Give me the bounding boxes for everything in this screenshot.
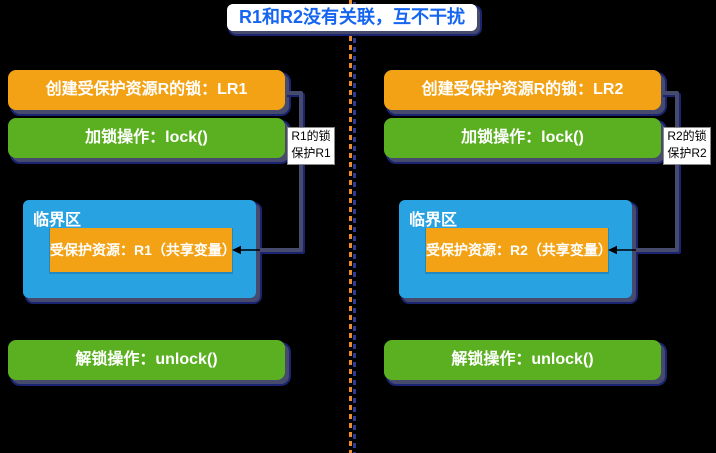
protected-resource-box-r2: 受保护资源：R2（共享变量） [426,228,612,272]
unlock-operation-box-r2: 解锁操作：unlock() [384,340,661,380]
lock-operation-box-r1: 加锁操作：lock() [8,118,285,158]
lock-note-r2: R2的锁 保护R2 [663,127,711,165]
column-r2: 创建受保护资源R的锁：LR2 加锁操作：lock() 临界区 受保护资源：R2（… [384,0,716,453]
lock-operation-box-r2: 加锁操作：lock() [384,118,661,158]
critical-section-label-r1: 临界区 [33,212,82,229]
unlock-operation-box-r1: 解锁操作：unlock() [8,340,285,380]
lock-note-r1: R1的锁 保护R1 [287,127,335,165]
center-divider-blue-dashed-line [353,0,356,453]
create-lock-box-r1: 创建受保护资源R的锁：LR1 [8,70,285,110]
lock-note-r1-line2: 保护R1 [291,146,331,160]
center-divider-orange-dashed-line [349,0,352,453]
critical-section-box-r1: 临界区 受保护资源：R1（共享变量） [23,200,256,298]
connector-line [636,91,679,252]
lock-note-r2-line2: 保护R2 [667,146,707,160]
create-lock-box-r2: 创建受保护资源R的锁：LR2 [384,70,661,110]
lock-note-r1-line1: R1的锁 [291,129,331,143]
diagram-title: R1和R2没有关联，互不干扰 [227,4,477,31]
protected-resource-box-r1: 受保护资源：R1（共享变量） [50,228,236,272]
critical-section-label-r2: 临界区 [409,212,458,229]
lock-note-r2-line1: R2的锁 [667,129,707,143]
connector-line [260,91,303,252]
column-r1: 创建受保护资源R的锁：LR1 加锁操作：lock() 临界区 受保护资源：R1（… [8,0,348,453]
critical-section-box-r2: 临界区 受保护资源：R2（共享变量） [399,200,632,298]
